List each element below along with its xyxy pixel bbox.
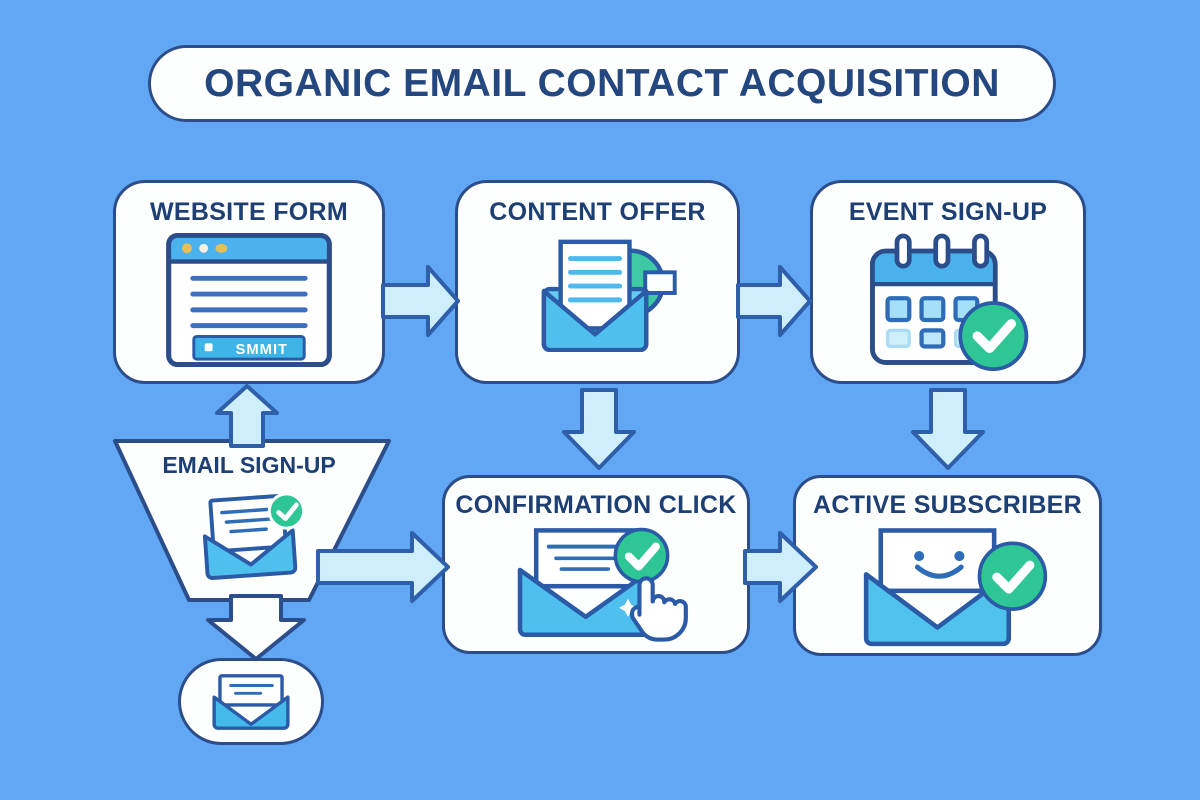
browser-window-form-icon: SMMIT: [166, 232, 332, 368]
click-star-icon: [618, 598, 637, 617]
content-offer-label: CONTENT OFFER: [489, 198, 706, 226]
website-form-label: WEBSITE FORM: [149, 198, 349, 226]
arrow-event-signup-to-active-subscriber: [911, 388, 985, 470]
confirmation-click-label: CONFIRMATION CLICK: [455, 491, 737, 519]
check-circle-icon: [977, 541, 1048, 611]
calendar-check-icon: [870, 233, 1029, 371]
arrow-email-signup-to-website-form: [215, 384, 279, 448]
closed-envelope-icon: [212, 673, 290, 730]
envelope-smiley-check-icon: [863, 528, 1048, 647]
node-event-signup: EVENT SIGN-UP: [810, 180, 1086, 384]
hand-pointer-icon: [629, 576, 688, 642]
envelope-check-click-hand-icon: [517, 527, 688, 642]
open-envelope-document-gear-icon: [541, 239, 677, 352]
title-banner: ORGANIC EMAIL CONTACT ACQUISITION: [148, 45, 1056, 122]
event-signup-label: EVENT SIGN-UP: [848, 198, 1048, 226]
arrow-website-form-to-content-offer: [381, 265, 460, 337]
node-active-subscriber: ACTIVE SUBSCRIBER: [793, 475, 1102, 656]
check-circle-icon: [958, 301, 1029, 371]
node-content-offer: CONTENT OFFER: [455, 180, 740, 384]
arrow-email-signup-to-confirmation-click: [316, 531, 450, 603]
arrow-email-signup-to-capsule: [206, 594, 306, 661]
envelope-check-icon: [202, 492, 306, 580]
node-confirmation-click: CONFIRMATION CLICK: [442, 475, 750, 654]
arrow-content-offer-to-event-signup: [736, 265, 812, 337]
page-title: ORGANIC EMAIL CONTACT ACQUISITION: [204, 61, 1000, 105]
check-circle-icon: [613, 527, 669, 584]
node-website-form: WEBSITE FORM SMMIT: [113, 180, 385, 384]
submit-button: [192, 334, 306, 361]
email-signup-label: EMAIL SIGN-UP: [162, 452, 336, 478]
check-circle-icon: [267, 492, 306, 530]
arrow-content-offer-to-confirmation-click: [562, 388, 636, 470]
node-email-capsule: [178, 658, 324, 745]
submit-button-label: SMMIT: [236, 342, 288, 358]
active-subscriber-label: ACTIVE SUBSCRIBER: [812, 491, 1083, 519]
